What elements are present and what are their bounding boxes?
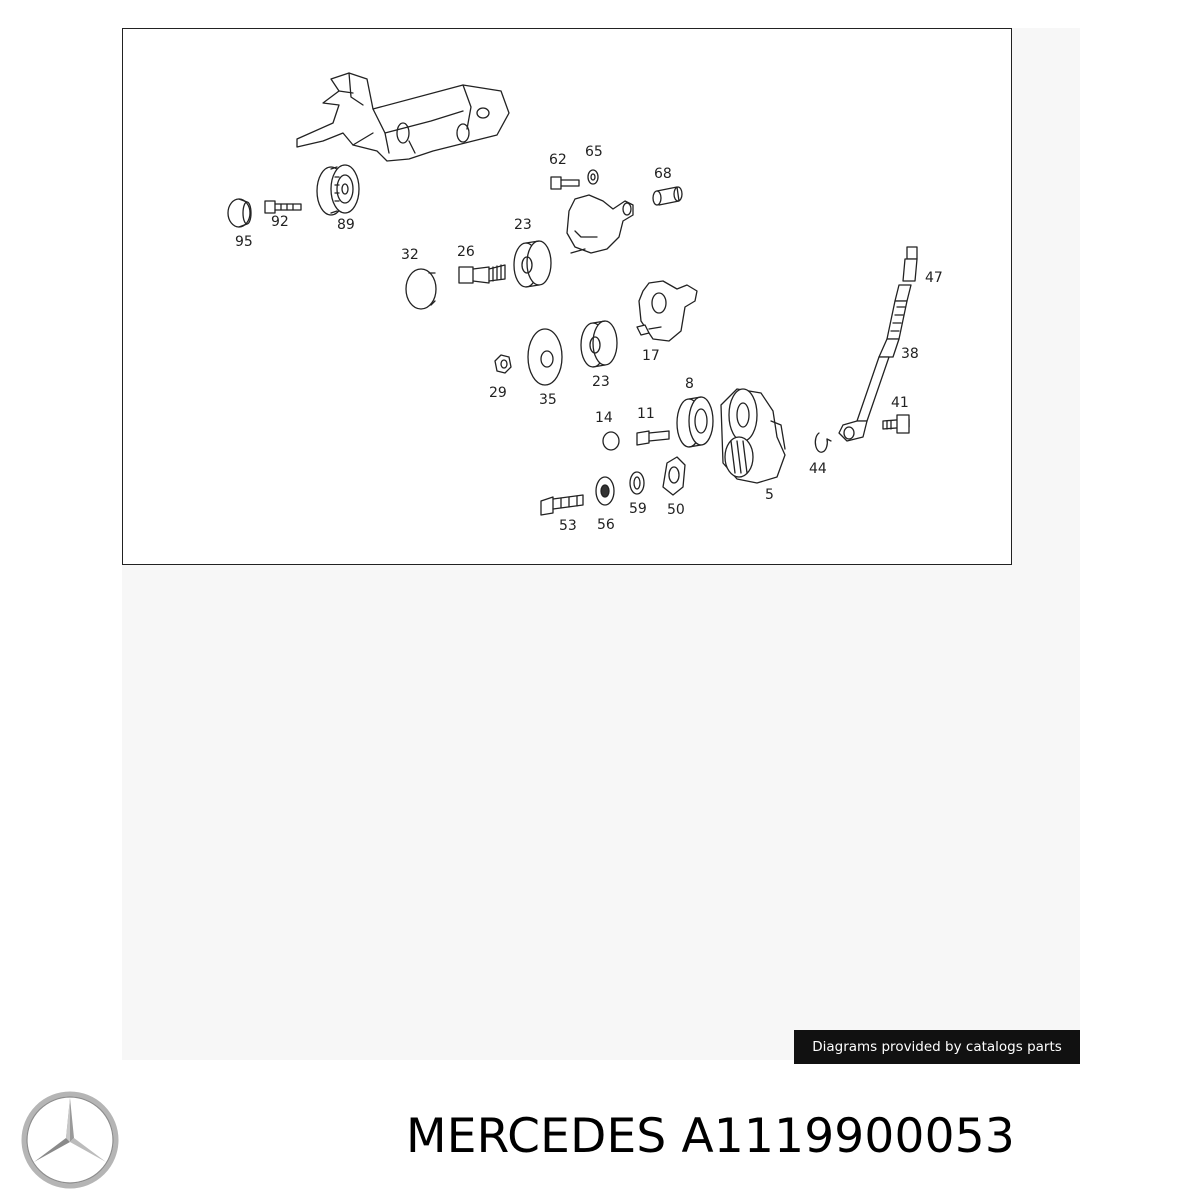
cap-part-95 [227, 198, 252, 228]
cap-part-14 [602, 431, 620, 451]
adjuster-rod-part-47-38 [838, 246, 918, 442]
diagram-credit-banner: Diagrams provided by catalogs parts [794, 1030, 1080, 1064]
callout-62: 62 [549, 152, 567, 168]
callout-41: 41 [891, 395, 909, 411]
tensioner-assembly-part-5 [720, 388, 786, 484]
tensioner-housing-upper-part [566, 194, 634, 254]
callout-59: 59 [629, 501, 647, 517]
bolt-part-92 [264, 200, 302, 214]
bolt-part-41 [882, 414, 910, 434]
pulley-part-8 [676, 396, 714, 448]
callout-11: 11 [637, 406, 655, 422]
bolt-part-62 [550, 176, 580, 190]
part-number-title: MERCEDES A1119900053 [406, 1109, 1015, 1164]
callout-38: 38 [901, 346, 919, 362]
circlip-part-44 [814, 432, 832, 453]
callout-17: 17 [642, 348, 660, 364]
mounting-bracket-part [296, 72, 510, 162]
callout-8: 8 [685, 376, 694, 392]
bolt-part-11 [636, 430, 670, 446]
callout-14: 14 [595, 410, 613, 426]
disk-part-35 [527, 328, 563, 386]
bolt-part-53 [540, 494, 584, 516]
callout-23-upper: 23 [514, 217, 532, 233]
sleeve-part-68 [652, 186, 683, 206]
bolt-part-26 [458, 264, 506, 284]
callout-95: 95 [235, 234, 253, 250]
callout-23-lower: 23 [592, 374, 610, 390]
parts-diagram-frame: 62 65 68 92 89 95 23 32 26 47 38 17 29 3… [122, 28, 1012, 565]
washer-part-65 [587, 169, 599, 185]
callout-32: 32 [401, 247, 419, 263]
callout-92: 92 [271, 214, 289, 230]
callout-47: 47 [925, 270, 943, 286]
washer-part-56 [595, 476, 615, 506]
pulley-part-23-upper [513, 240, 552, 288]
pulley-part-89 [316, 164, 360, 216]
plate-part-50 [662, 456, 686, 496]
tensioner-arm-part-17 [636, 280, 698, 342]
callout-35: 35 [539, 392, 557, 408]
callout-50: 50 [667, 502, 685, 518]
callout-5: 5 [765, 487, 774, 503]
callout-65: 65 [585, 144, 603, 160]
callout-29: 29 [489, 385, 507, 401]
callout-56: 56 [597, 517, 615, 533]
nut-part-29 [494, 354, 512, 374]
cap-part-32 [405, 268, 437, 310]
pulley-part-23-lower [580, 320, 618, 368]
callout-26: 26 [457, 244, 475, 260]
callout-68: 68 [654, 166, 672, 182]
mercedes-star-icon [21, 1091, 119, 1189]
exploded-parts-diagram [227, 72, 918, 516]
ring-part-59 [629, 471, 645, 495]
callout-53: 53 [559, 518, 577, 534]
callout-44: 44 [809, 461, 827, 477]
callout-89: 89 [337, 217, 355, 233]
